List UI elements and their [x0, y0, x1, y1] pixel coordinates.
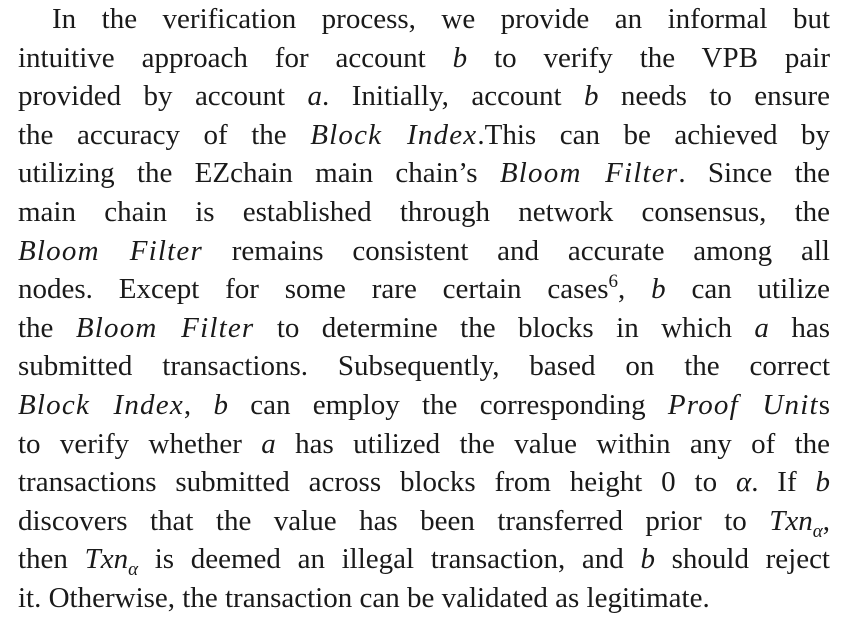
- text-segment: transactions submitted across blocks fro…: [18, 466, 736, 499]
- verification-paragraph: In the verification process, we provide …: [18, 0, 830, 618]
- text-segment: . If: [751, 466, 816, 499]
- text-segment: nodes. Except for some rare certain case…: [18, 273, 609, 306]
- math-term: Block Index: [18, 388, 184, 421]
- text-line: it. Otherwise, the transaction can be va…: [18, 579, 830, 618]
- text-segment: the: [18, 311, 76, 344]
- math-term: Bloom Filter: [75, 311, 255, 344]
- text-segment: main chain is established through networ…: [18, 195, 830, 228]
- math-term: Block Index: [310, 118, 478, 151]
- text-segment: . Since the: [678, 157, 831, 190]
- text-segment: can employ the corresponding: [227, 388, 668, 421]
- math-variable: Txn: [84, 543, 129, 576]
- text-segment: .This can be achieved by: [477, 118, 831, 151]
- text-segment: ,: [822, 504, 830, 537]
- text-segment: is deemed an illegal transaction, and: [138, 543, 641, 576]
- math-subscript: α: [812, 520, 823, 542]
- text-line: nodes. Except for some rare certain case…: [18, 270, 830, 309]
- text-line: discovers that the value has been transf…: [18, 502, 830, 541]
- math-subscript: α: [128, 559, 139, 581]
- text-line: transactions submitted across blocks fro…: [18, 463, 830, 502]
- footnote-marker: 6: [608, 271, 619, 293]
- text-segment: s: [818, 388, 831, 421]
- text-segment: intuitive approach for account: [18, 41, 453, 74]
- text-segment: has: [768, 311, 830, 344]
- text-segment: should reject: [654, 543, 830, 576]
- math-variable: b: [583, 80, 599, 113]
- text-line: submitted transactions. Subsequently, ba…: [18, 347, 830, 386]
- text-line: then Txnα is deemed an illegal transacti…: [18, 540, 830, 579]
- math-term: Bloom Filter: [18, 234, 203, 267]
- text-segment: it. Otherwise, the transaction can be va…: [18, 581, 710, 614]
- text-segment: can utilize: [665, 273, 830, 306]
- text-line: intuitive approach for account b to veri…: [18, 39, 830, 78]
- text-line: Block Index, b can employ the correspond…: [18, 386, 830, 425]
- text-segment: has utilized the value within any of the: [275, 427, 831, 460]
- text-segment: discovers that the value has been transf…: [18, 504, 770, 537]
- text-line: the Bloom Filter to determine the blocks…: [18, 309, 830, 348]
- math-variable: b: [651, 273, 666, 306]
- text-segment: ,: [183, 388, 214, 421]
- math-variable: b: [452, 41, 468, 74]
- math-variable: a: [754, 311, 769, 344]
- math-variable: Txn: [769, 504, 813, 537]
- math-variable: α: [735, 466, 752, 499]
- text-segment: ,: [618, 273, 652, 306]
- text-line: to verify whether a has utilized the val…: [18, 425, 830, 464]
- math-term: Proof Unit: [667, 388, 819, 421]
- math-variable: b: [640, 543, 655, 576]
- text-segment: In the verification process, we provide …: [52, 3, 830, 35]
- math-variable: b: [213, 388, 228, 421]
- text-segment: to verify the VPB pair: [467, 41, 830, 74]
- text-line: the accuracy of the Block Index.This can…: [18, 116, 830, 155]
- text-line: main chain is established through networ…: [18, 193, 830, 232]
- text-line: Bloom Filter remains consistent and accu…: [18, 232, 830, 271]
- math-variable: a: [307, 80, 323, 113]
- text-line: provided by account a. Initially, accoun…: [18, 77, 830, 116]
- text-segment: to determine the blocks in which: [254, 311, 755, 344]
- text-segment: then: [18, 543, 85, 576]
- text-segment: utilizing the EZchain main chain’s: [18, 157, 500, 190]
- text-line: In the verification process, we provide …: [18, 0, 830, 39]
- text-segment: submitted transactions. Subsequently, ba…: [18, 350, 830, 383]
- text-segment: needs to ensure: [598, 80, 830, 113]
- text-segment: . Initially, account: [322, 80, 584, 113]
- math-variable: a: [261, 427, 276, 460]
- math-variable: b: [815, 466, 831, 499]
- text-segment: remains consistent and accurate among al…: [202, 234, 830, 267]
- text-segment: to verify whether: [18, 427, 262, 460]
- text-line: utilizing the EZchain main chain’s Bloom…: [18, 154, 830, 193]
- text-segment: the accuracy of the: [18, 118, 311, 151]
- math-term: Bloom Filter: [499, 157, 679, 190]
- text-segment: provided by account: [18, 80, 308, 113]
